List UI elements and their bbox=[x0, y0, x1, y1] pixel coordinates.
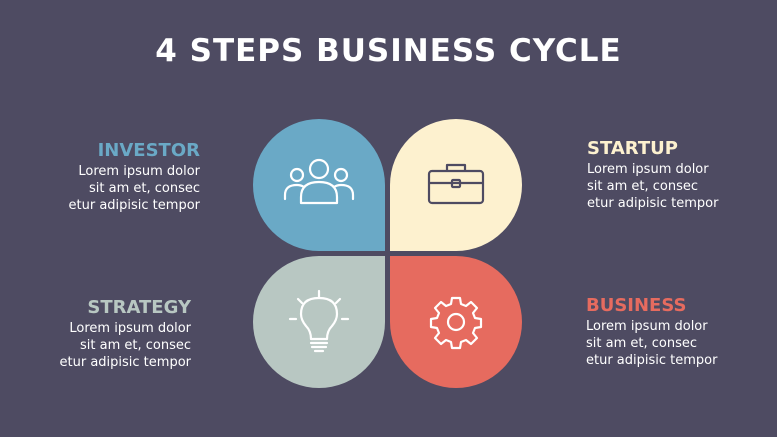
step-description: Lorem ipsum dolor sit am et, consec etur… bbox=[586, 318, 777, 369]
step-description: Lorem ipsum dolor sit am et, consec etur… bbox=[0, 163, 200, 214]
petal-business bbox=[390, 256, 522, 388]
desc-line: Lorem ipsum dolor bbox=[586, 319, 708, 334]
briefcase-icon bbox=[427, 163, 485, 205]
desc-line: sit am et, consec bbox=[89, 181, 200, 196]
step-label: STRATEGY bbox=[87, 297, 191, 318]
step-description: Lorem ipsum dolor sit am et, consec etur… bbox=[0, 320, 191, 371]
diagram-title: 4 STEPS BUSINESS CYCLE bbox=[155, 33, 622, 69]
desc-line: etur adipisic tempor bbox=[587, 196, 719, 211]
step-label: INVESTOR bbox=[97, 140, 200, 161]
petal-startup bbox=[390, 119, 522, 251]
gear-icon bbox=[429, 296, 483, 350]
desc-line: Lorem ipsum dolor bbox=[69, 321, 191, 336]
petal-investor bbox=[253, 119, 385, 251]
desc-line: etur adipisic tempor bbox=[586, 353, 718, 368]
desc-line: etur adipisic tempor bbox=[68, 198, 200, 213]
desc-line: etur adipisic tempor bbox=[59, 355, 191, 370]
step-strategy: STRATEGY Lorem ipsum dolor sit am et, co… bbox=[0, 297, 191, 371]
lightbulb-icon bbox=[288, 289, 350, 353]
desc-line: Lorem ipsum dolor bbox=[78, 164, 200, 179]
petal-strategy bbox=[253, 256, 385, 388]
desc-line: sit am et, consec bbox=[80, 338, 191, 353]
desc-line: sit am et, consec bbox=[587, 179, 698, 194]
people-group-icon bbox=[283, 158, 355, 205]
step-startup: STARTUP Lorem ipsum dolor sit am et, con… bbox=[587, 138, 777, 212]
step-label: BUSINESS bbox=[586, 295, 687, 316]
step-description: Lorem ipsum dolor sit am et, consec etur… bbox=[587, 161, 777, 212]
desc-line: sit am et, consec bbox=[586, 336, 697, 351]
step-business: BUSINESS Lorem ipsum dolor sit am et, co… bbox=[586, 295, 777, 369]
step-investor: INVESTOR Lorem ipsum dolor sit am et, co… bbox=[0, 140, 200, 214]
desc-line: Lorem ipsum dolor bbox=[587, 162, 709, 177]
step-label: STARTUP bbox=[587, 138, 678, 159]
